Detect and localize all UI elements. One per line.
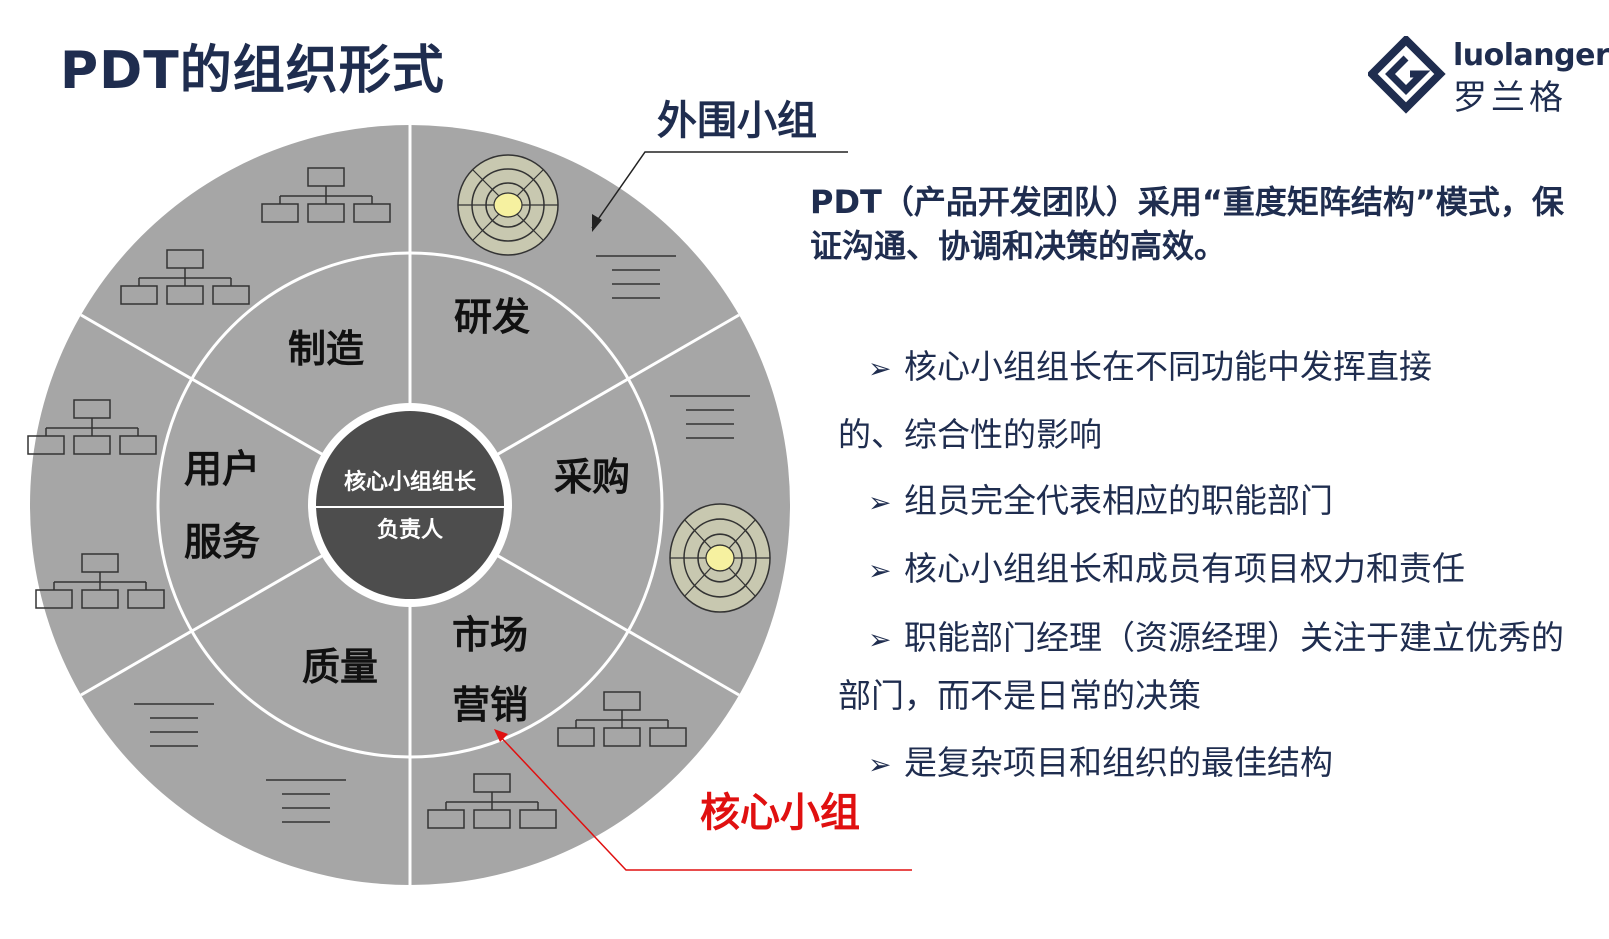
target-icon <box>457 154 559 256</box>
description-text: PDT（产品开发团队）采用“重度矩阵结构”模式，保证沟通、协调和决策的高效。 <box>810 183 1564 265</box>
bullet-text: 核心小组组长在不同功能中发挥直接 <box>904 347 1432 386</box>
segment-manufacturing: 制造 <box>288 327 364 371</box>
core-callout-line <box>495 731 912 871</box>
bullet-item: ➢ 核心小组组长和成员有项目权力和责任 <box>868 536 1608 604</box>
center-disc <box>316 411 504 599</box>
logo: luolanger 罗兰格 <box>1368 36 1609 118</box>
arrow-bullet-icon: ➢ <box>868 748 892 781</box>
center-text-leader: 核心小组组长 <box>344 469 477 495</box>
core-team-label: 核心小组 <box>700 790 860 836</box>
segment-user-service-1: 用户 <box>184 447 260 491</box>
segment-rd: 研发 <box>454 295 530 339</box>
page-title: PDT的组织形式 <box>60 41 445 101</box>
segment-procurement: 采购 <box>554 455 630 499</box>
bullet-text: 职能部门经理（资源经理）关注于建立优秀的 <box>904 618 1564 657</box>
logo-text-en: luolanger <box>1453 38 1609 73</box>
arrow-bullet-icon: ➢ <box>868 623 892 656</box>
bullet-continuation: 部门，而不是日常的决策 <box>838 676 1201 715</box>
segment-user-service-2: 服务 <box>184 520 260 564</box>
logo-text-cn: 罗兰格 <box>1453 78 1567 118</box>
outer-callout-line <box>591 151 848 229</box>
logo-diamond-icon <box>1368 36 1446 114</box>
arrow-bullet-icon: ➢ <box>868 486 892 519</box>
bullet-item: ➢ 组员完全代表相应的职能部门 <box>868 468 1608 536</box>
bullet-item: ➢ 是复杂项目和组织的最佳结构 <box>868 730 1608 798</box>
bullet-item: ➢ 职能部门经理（资源经理）关注于建立优秀的 <box>868 610 1608 668</box>
bullet-item: ➢ 核心小组组长在不同功能中发挥直接 <box>868 334 1608 402</box>
segment-marketing-1: 市场 <box>452 613 528 657</box>
bullet-list: ➢ 核心小组组长在不同功能中发挥直接 的、综合性的影响 ➢ 组员完全代表相应的职能部… <box>838 334 1608 798</box>
arrow-bullet-icon: ➢ <box>868 352 892 385</box>
center-text-owner: 负责人 <box>377 517 443 543</box>
bullet-text: 核心小组组长和成员有项目权力和责任 <box>904 549 1465 588</box>
outer-team-label: 外围小组 <box>657 98 817 144</box>
arrow-bullet-icon: ➢ <box>868 554 892 587</box>
segment-marketing-2: 营销 <box>452 683 528 727</box>
target-icon <box>669 503 771 613</box>
bullet-continuation: 的、综合性的影响 <box>838 415 1102 454</box>
bullet-text: 是复杂项目和组织的最佳结构 <box>904 743 1333 782</box>
segment-quality: 质量 <box>302 645 378 689</box>
bullet-text: 组员完全代表相应的职能部门 <box>904 481 1333 520</box>
